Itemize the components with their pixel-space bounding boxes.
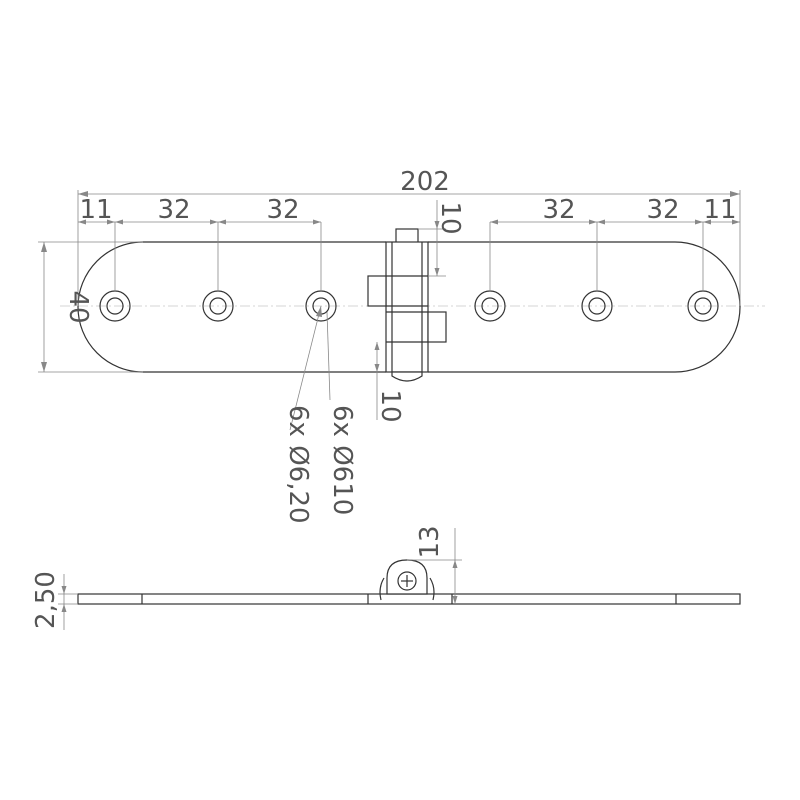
dimension-left-spacing-2: 32 <box>266 195 299 225</box>
knuckle-left-tab <box>367 275 387 307</box>
dimension-right-spacing-2: 32 <box>646 195 679 225</box>
dimension-right-spacing-1: 32 <box>542 195 575 225</box>
dimension-left-spacing-1: 32 <box>157 195 190 225</box>
dimension-knuckle-height: 13 <box>415 525 445 558</box>
dimension-overall-length: 202 <box>400 167 450 197</box>
dimension-knuckle-bottom: 10 <box>375 389 405 422</box>
dimension-thickness: 2,50 <box>31 571 61 629</box>
hole-callout-a: 6x Ø6,20 <box>283 405 313 524</box>
pin-top <box>395 228 419 244</box>
left-leaf-outline <box>77 241 386 373</box>
knuckle-right-tab <box>427 311 447 343</box>
leader-hole-callout-a <box>289 305 322 431</box>
dimension-knuckle-top: 10 <box>435 201 465 234</box>
side-view-knuckle <box>379 559 435 601</box>
leader-hole-callout-b <box>326 311 331 401</box>
top-view: 202 11 32 32 32 32 11 40 <box>38 167 765 524</box>
side-view-plate <box>77 593 741 605</box>
right-leaf-outline <box>428 241 741 373</box>
knuckle-assembly <box>367 228 447 382</box>
dimension-left-end-offset: 11 <box>79 195 112 225</box>
hole-callout-b: 6x Ø610 <box>327 405 357 515</box>
hole-center-marks <box>114 222 704 292</box>
side-view: 13 2,50 <box>31 525 741 630</box>
dimension-right-end-offset: 11 <box>703 195 736 225</box>
pin-bottom <box>391 371 423 382</box>
dimension-width: 40 <box>63 290 93 323</box>
